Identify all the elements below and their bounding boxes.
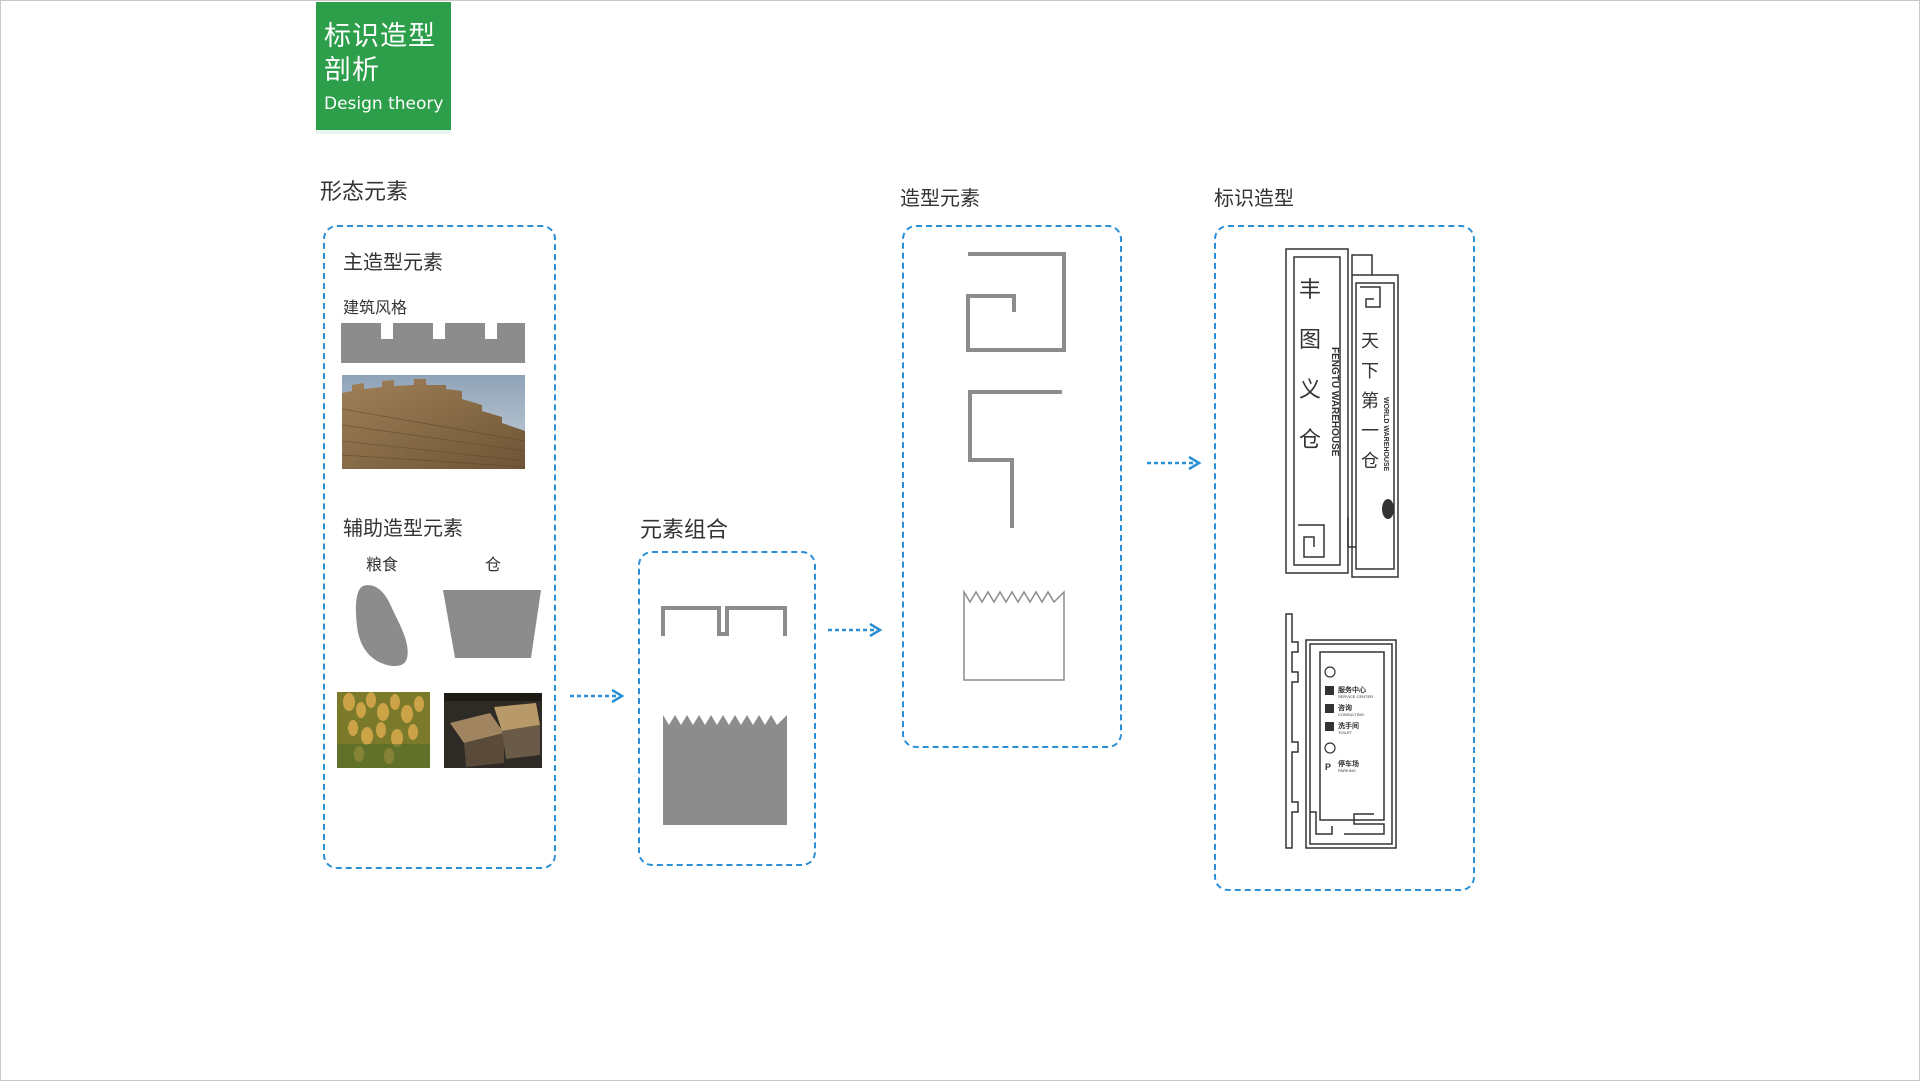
sign-right-char: 天 xyxy=(1361,331,1379,352)
main-sign-drawing: 丰 图 义 仓 天 下 第 一 仓 FENGTU WAREHOUSE WORLD… xyxy=(1285,248,1399,578)
section-shape-elements: 造型元素 xyxy=(900,186,980,210)
svg-text:P: P xyxy=(1325,762,1331,772)
sign-left-english: FENGTU WAREHOUSE xyxy=(1329,347,1340,457)
sign-left-char: 义 xyxy=(1299,378,1321,403)
guide-item-en: SERVICE CENTER xyxy=(1338,694,1373,699)
architecture-style-label: 建筑风格 xyxy=(343,298,408,317)
combined-filled-shape xyxy=(663,715,787,825)
guide-sign-drawing: 服务中心 SERVICE CENTER 咨询 CONSULTING 洗手间 TO… xyxy=(1285,613,1397,849)
rice-photo xyxy=(337,692,430,768)
header-underline xyxy=(316,130,451,134)
guide-item-cn: 咨询 xyxy=(1338,703,1352,712)
sign-right-english: WORLD WAREHOUSE xyxy=(1382,397,1389,472)
form-elements-panel xyxy=(323,225,556,869)
sign-right-char: 下 xyxy=(1361,361,1379,382)
section-element-combination: 元素组合 xyxy=(640,518,729,543)
main-elements-label: 主造型元素 xyxy=(343,250,443,274)
granary-photo xyxy=(444,693,542,768)
sign-left-char: 丰 xyxy=(1299,278,1321,303)
sign-shape-panel xyxy=(1214,225,1475,891)
battlement-shape xyxy=(341,323,525,363)
section-sign-shape: 标识造型 xyxy=(1214,186,1294,210)
guide-item-cn: 服务中心 xyxy=(1338,685,1366,694)
spiral-shape xyxy=(966,252,1066,352)
sign-left-char: 仓 xyxy=(1299,428,1321,453)
arrow-right-icon xyxy=(570,688,625,704)
zigzag-shape xyxy=(968,390,1062,528)
header-subtitle: Design theory xyxy=(324,94,444,114)
guide-item-en: TOILET xyxy=(1338,730,1352,735)
guide-item-cn: 停车场 xyxy=(1338,759,1359,768)
granary-shape xyxy=(443,590,541,658)
auxiliary-elements-label: 辅助造型元素 xyxy=(343,516,463,540)
battlement-outline-shape xyxy=(963,589,1065,681)
guide-item-cn: 洗手间 xyxy=(1338,721,1359,730)
element-combination-panel xyxy=(638,551,816,866)
combined-outline-shape xyxy=(661,606,787,636)
sign-right-char: 仓 xyxy=(1361,451,1379,472)
guide-item-en: PARKING xyxy=(1338,768,1356,773)
arrow-right-icon xyxy=(828,622,883,638)
header-badge: 标识造型 剖析 Design theory xyxy=(316,2,451,134)
grain-label: 粮食 xyxy=(366,555,399,574)
granary-label: 仓 xyxy=(485,555,502,574)
shape-elements-panel xyxy=(902,225,1122,748)
grain-shape xyxy=(355,585,408,667)
sign-left-char: 图 xyxy=(1299,328,1321,353)
sign-right-char: 第 xyxy=(1361,391,1379,412)
section-form-elements: 形态元素 xyxy=(320,180,409,205)
sign-right-char: 一 xyxy=(1361,421,1379,442)
header-title: 标识造型 剖析 xyxy=(324,21,436,86)
city-wall-photo xyxy=(341,375,526,469)
arrow-right-icon xyxy=(1147,455,1202,471)
guide-item-en: CONSULTING xyxy=(1338,712,1364,717)
